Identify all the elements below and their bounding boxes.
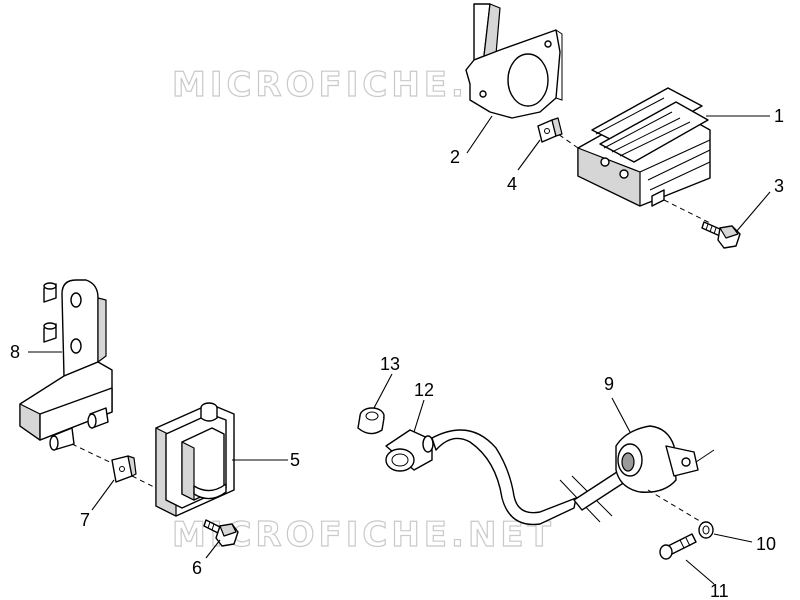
callout-4: 4 xyxy=(507,174,517,194)
part-3-screw xyxy=(663,199,741,249)
callout-numbers: 1 2 3 4 5 6 7 8 9 10 11 12 13 xyxy=(10,106,784,600)
callout-5: 5 xyxy=(290,450,300,470)
part-1-regulator xyxy=(557,87,711,207)
callout-12: 12 xyxy=(414,380,434,400)
part-4-clip-nut xyxy=(537,117,563,143)
part-2-bracket xyxy=(465,3,563,119)
callout-8: 8 xyxy=(10,342,20,362)
part-7-clip-nut xyxy=(71,443,157,489)
part-10-washer xyxy=(698,521,714,539)
callout-6: 6 xyxy=(192,558,202,578)
callout-7: 7 xyxy=(80,510,90,530)
callout-10: 10 xyxy=(756,534,776,554)
callout-13: 13 xyxy=(380,354,400,374)
part-5-ignition-coil xyxy=(155,402,235,517)
part-9-pickup-coil xyxy=(573,425,715,527)
callout-11: 11 xyxy=(710,581,729,600)
part-13-seal xyxy=(357,407,385,435)
callout-2: 2 xyxy=(450,147,460,167)
callout-1: 1 xyxy=(774,106,784,126)
part-8-ignition-bracket xyxy=(19,279,113,451)
part-11-screw xyxy=(659,533,697,560)
leader-lines xyxy=(28,115,771,585)
callout-3: 3 xyxy=(774,176,784,196)
callout-9: 9 xyxy=(604,374,614,394)
part-12-plug-cap xyxy=(385,429,613,526)
part-6-screw xyxy=(203,519,239,547)
